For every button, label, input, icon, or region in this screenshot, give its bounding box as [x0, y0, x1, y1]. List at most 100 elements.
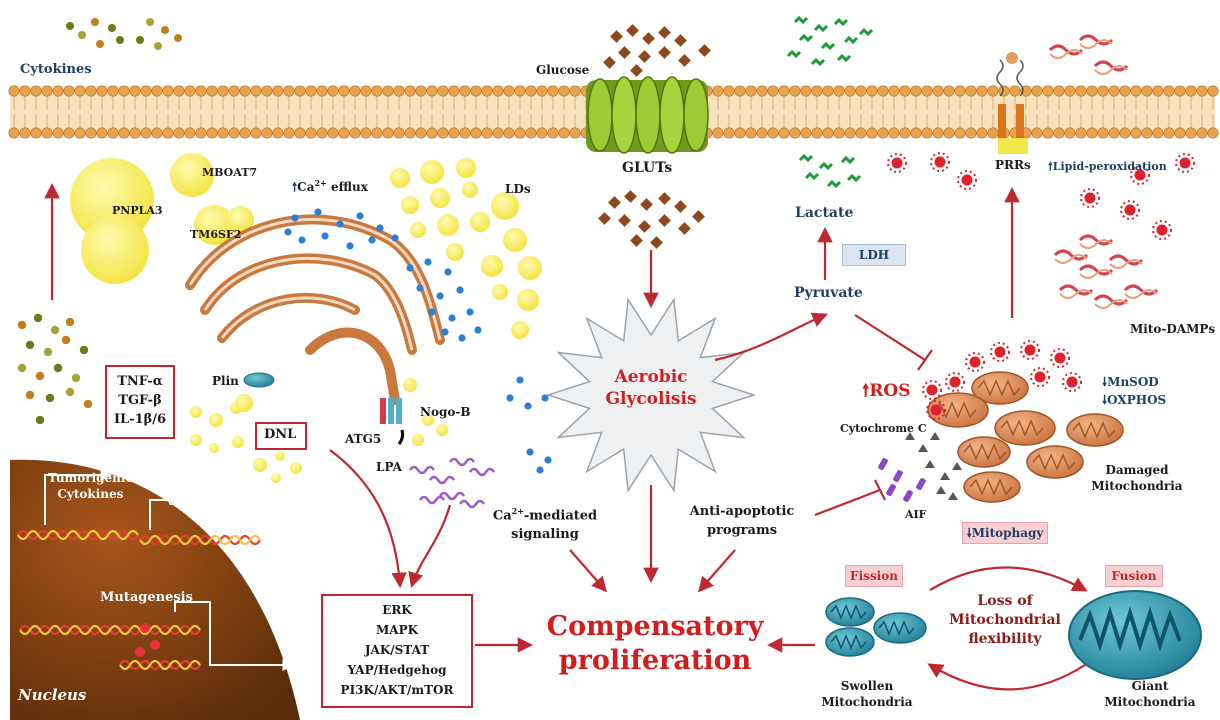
lipid-head — [987, 85, 999, 97]
lactate-particle — [798, 153, 814, 163]
lipid-head — [1119, 85, 1131, 97]
glucose-particle — [630, 64, 643, 77]
mboat7-label: MBOAT7 — [202, 166, 258, 179]
cytokine-dot — [83, 399, 93, 409]
dna-fragment — [1094, 65, 1128, 75]
lipid-head — [1130, 85, 1142, 97]
calcium-ion — [368, 236, 376, 244]
lipid-head — [1141, 85, 1153, 97]
small-lipid-droplet — [253, 458, 267, 472]
lipid-head — [1097, 85, 1109, 97]
lipid-head — [140, 127, 152, 139]
lipid-droplet — [492, 284, 508, 300]
mitochondrion — [957, 436, 1011, 468]
ros-star — [1034, 371, 1046, 383]
lipid-head — [965, 85, 977, 97]
cytokine-dot — [79, 345, 89, 355]
small-lipid-droplet — [271, 473, 281, 483]
cytokine-dot — [33, 313, 43, 323]
cytochrome-c-molecule — [936, 486, 946, 494]
cytokine-dot — [61, 335, 71, 345]
oxphos-text: OXPHOS — [1107, 393, 1167, 407]
lipid-head — [19, 127, 31, 139]
lipid-head — [1174, 85, 1186, 97]
aerobic-glycolysis-label: Aerobic Glycolisis — [590, 366, 712, 410]
ros-star-ring — [1152, 220, 1172, 240]
lactate-particle — [858, 27, 874, 37]
calcium-ion — [428, 308, 436, 316]
calcium-ion — [284, 228, 292, 236]
lipid-head — [206, 127, 218, 139]
ros-star-ring — [1030, 367, 1050, 387]
mitochondrion-cristae — [977, 379, 1021, 397]
lipid-head — [107, 127, 119, 139]
cytochrome-c-molecule — [930, 432, 940, 440]
glucose-particle — [674, 200, 687, 213]
ca-signaling-label: Ca2+-mediated signaling — [490, 502, 600, 544]
glucose-particle — [650, 236, 663, 249]
calcium-ion — [544, 456, 552, 464]
lipid-head — [558, 127, 570, 139]
fission-box: Fission — [845, 565, 903, 587]
cytokine-dot — [174, 34, 182, 42]
lactate-particle — [840, 155, 856, 165]
small-lipid-droplet — [412, 434, 424, 446]
nucleus-icon — [10, 459, 300, 720]
up-arrow-icon: 🠕 — [292, 180, 298, 194]
lipid-head — [492, 85, 504, 97]
lactate-particle — [843, 35, 859, 45]
lipid-head — [745, 85, 757, 97]
lipid-peroxidation-label: 🠕Lipid-peroxidation — [1048, 158, 1167, 177]
giant-line1: Giant — [1131, 679, 1169, 693]
ros-star-ring — [1130, 165, 1150, 185]
calcium-ions-icon — [284, 208, 552, 474]
lipid-head — [1075, 85, 1087, 97]
ros-star — [926, 384, 938, 396]
calcium-ion — [474, 326, 482, 334]
cytokine-dot — [50, 325, 60, 335]
lipid-head — [107, 85, 119, 97]
srebps-label: SREBPs — [168, 494, 222, 508]
lipid-head — [1053, 127, 1065, 139]
lipid-head — [844, 85, 856, 97]
calcium-ion — [376, 224, 384, 232]
lactate-particle — [793, 15, 809, 25]
pathway-item: PI3K/AKT/mTOR — [340, 683, 454, 697]
lactate-particle — [818, 161, 834, 171]
lipid-head — [1185, 127, 1197, 139]
compensatory-line2: proliferation — [558, 645, 752, 676]
pathway-item: JAK/STAT — [364, 643, 430, 657]
lipid-head — [756, 85, 768, 97]
calcium-ion — [441, 328, 449, 336]
lipid-head — [899, 85, 911, 97]
lipid-droplet — [446, 243, 464, 261]
ros-label: 🠕ROS — [862, 378, 911, 407]
calcium-ion — [516, 376, 524, 384]
lipid-head — [481, 127, 493, 139]
small-lipid-droplet — [403, 378, 417, 392]
ca-signaling-line1: Ca2+-mediated — [490, 502, 600, 525]
lipid-head — [129, 127, 141, 139]
lactate-particle — [810, 57, 826, 67]
glucose-particle — [603, 56, 616, 69]
ros-star-ring — [1062, 372, 1082, 392]
dna-damps-icon — [1048, 34, 1159, 309]
cytokine-dot — [65, 387, 75, 397]
lactate-particles-icon — [786, 15, 874, 189]
mutation-mark — [150, 640, 160, 650]
calcium-ion — [436, 292, 444, 300]
lipid-head — [63, 85, 75, 97]
lipid-head — [173, 85, 185, 97]
glucose-label: Glucose — [536, 63, 590, 77]
ros-star — [1156, 224, 1168, 236]
lipid-head — [217, 127, 229, 139]
lipid-head — [118, 85, 130, 97]
lipid-head — [481, 85, 493, 97]
glut-transporter-icon — [586, 76, 709, 154]
aif-molecule — [916, 478, 926, 490]
lipid-head — [547, 85, 559, 97]
ros-text: ROS — [869, 381, 911, 401]
lipid-head — [899, 127, 911, 139]
ros-star-ring — [1020, 340, 1040, 360]
calcium-ion — [391, 234, 399, 242]
